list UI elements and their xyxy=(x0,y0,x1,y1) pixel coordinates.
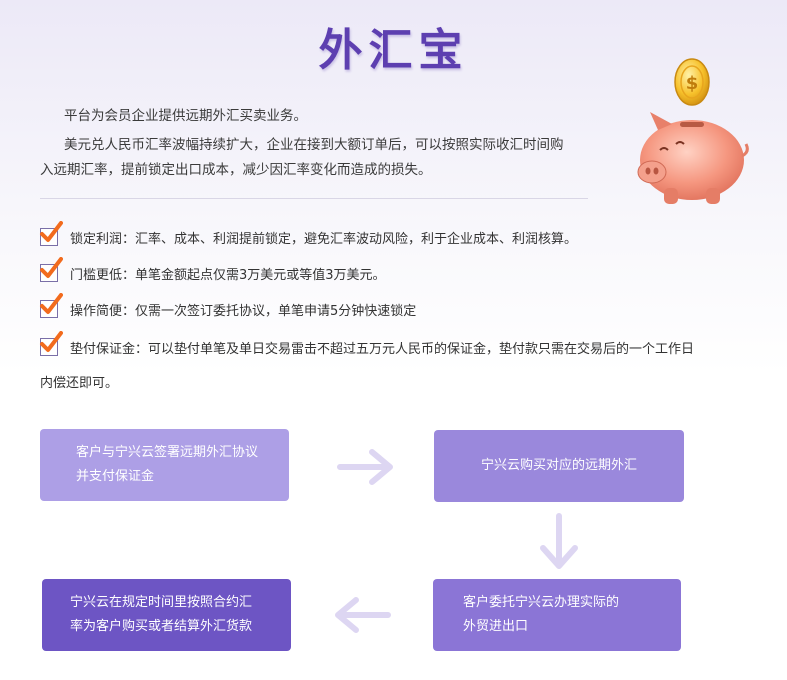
feature-item-advance-deposit: 垫付保证金：可以垫付单笔及单日交易雷击不超过五万元人民币的保证金，垫付款只需在交… xyxy=(40,331,750,391)
feature-text: 操作简便：仅需一次签订委托协议，单笔申请5分钟快速锁定 xyxy=(70,304,417,319)
flow-step-entrust-trade: 客户委托宁兴云办理实际的 外贸进出口 xyxy=(433,579,681,651)
flow-step-text: 客户委托宁兴云办理实际的 xyxy=(463,595,620,610)
intro-line-2: 美元兑人民币汇率波幅持续扩大，企业在接到大额订单后，可以按照实际收汇时间购 xyxy=(64,137,564,153)
feature-text: 门槛更低：单笔金额起点仅需3万美元或等值3万美元。 xyxy=(70,268,386,283)
intro-line-1: 平台为会员企业提供远期外汇买卖业务。 xyxy=(64,108,307,124)
page-title: 外汇宝 xyxy=(318,25,469,76)
feature-item-lock-profit: 锁定利润：汇率、成本、利润提前锁定，避免汇率波动风险，利于企业成本、利润核算。 xyxy=(40,221,750,250)
checkbox-checked-icon xyxy=(40,293,63,318)
flow-step-settle-payment: 宁兴云在规定时间里按照合约汇 率为客户购买或者结算外汇货款 xyxy=(42,579,291,651)
flow-step-text: 并支付保证金 xyxy=(76,469,155,484)
arrow-down-icon xyxy=(540,513,578,569)
feature-text: 锁定利润：汇率、成本、利润提前锁定，避免汇率波动风险，利于企业成本、利润核算。 xyxy=(70,232,578,247)
checkbox-checked-icon xyxy=(40,257,63,282)
flow-step-text: 宁兴云购买对应的远期外汇 xyxy=(480,458,637,473)
checkbox-checked-icon xyxy=(40,221,63,246)
flow-step-buy-forward: 宁兴云购买对应的远期外汇 xyxy=(434,430,684,502)
piggy-bank-icon: $ xyxy=(637,58,749,204)
feature-text: 垫付保证金：可以垫付单笔及单日交易雷击不超过五万元人民币的保证金，垫付款只需在交… xyxy=(70,342,695,357)
divider xyxy=(40,198,588,199)
flow-step-text: 率为客户购买或者结算外汇货款 xyxy=(70,619,253,634)
flow-step-text: 外贸进出口 xyxy=(463,619,529,634)
arrow-left-icon xyxy=(335,597,391,633)
flow-step-text: 宁兴云在规定时间里按照合约汇 xyxy=(70,595,253,610)
flow-step-text: 客户与宁兴云签署远期外汇协议 xyxy=(76,445,259,460)
feature-item-low-threshold: 门槛更低：单笔金额起点仅需3万美元或等值3万美元。 xyxy=(40,257,750,286)
feature-text-continued: 内偿还即可。 xyxy=(40,376,119,391)
arrow-right-icon xyxy=(337,449,393,485)
feature-item-simple-operation: 操作简便：仅需一次签订委托协议，单笔申请5分钟快速锁定 xyxy=(40,293,750,322)
svg-text:$: $ xyxy=(686,73,699,94)
flow-step-sign-agreement: 客户与宁兴云签署远期外汇协议 并支付保证金 xyxy=(40,429,289,501)
checkbox-checked-icon xyxy=(40,331,63,356)
intro-line-3: 入远期汇率，提前锁定出口成本，减少因汇率变化而造成的损失。 xyxy=(40,162,432,178)
